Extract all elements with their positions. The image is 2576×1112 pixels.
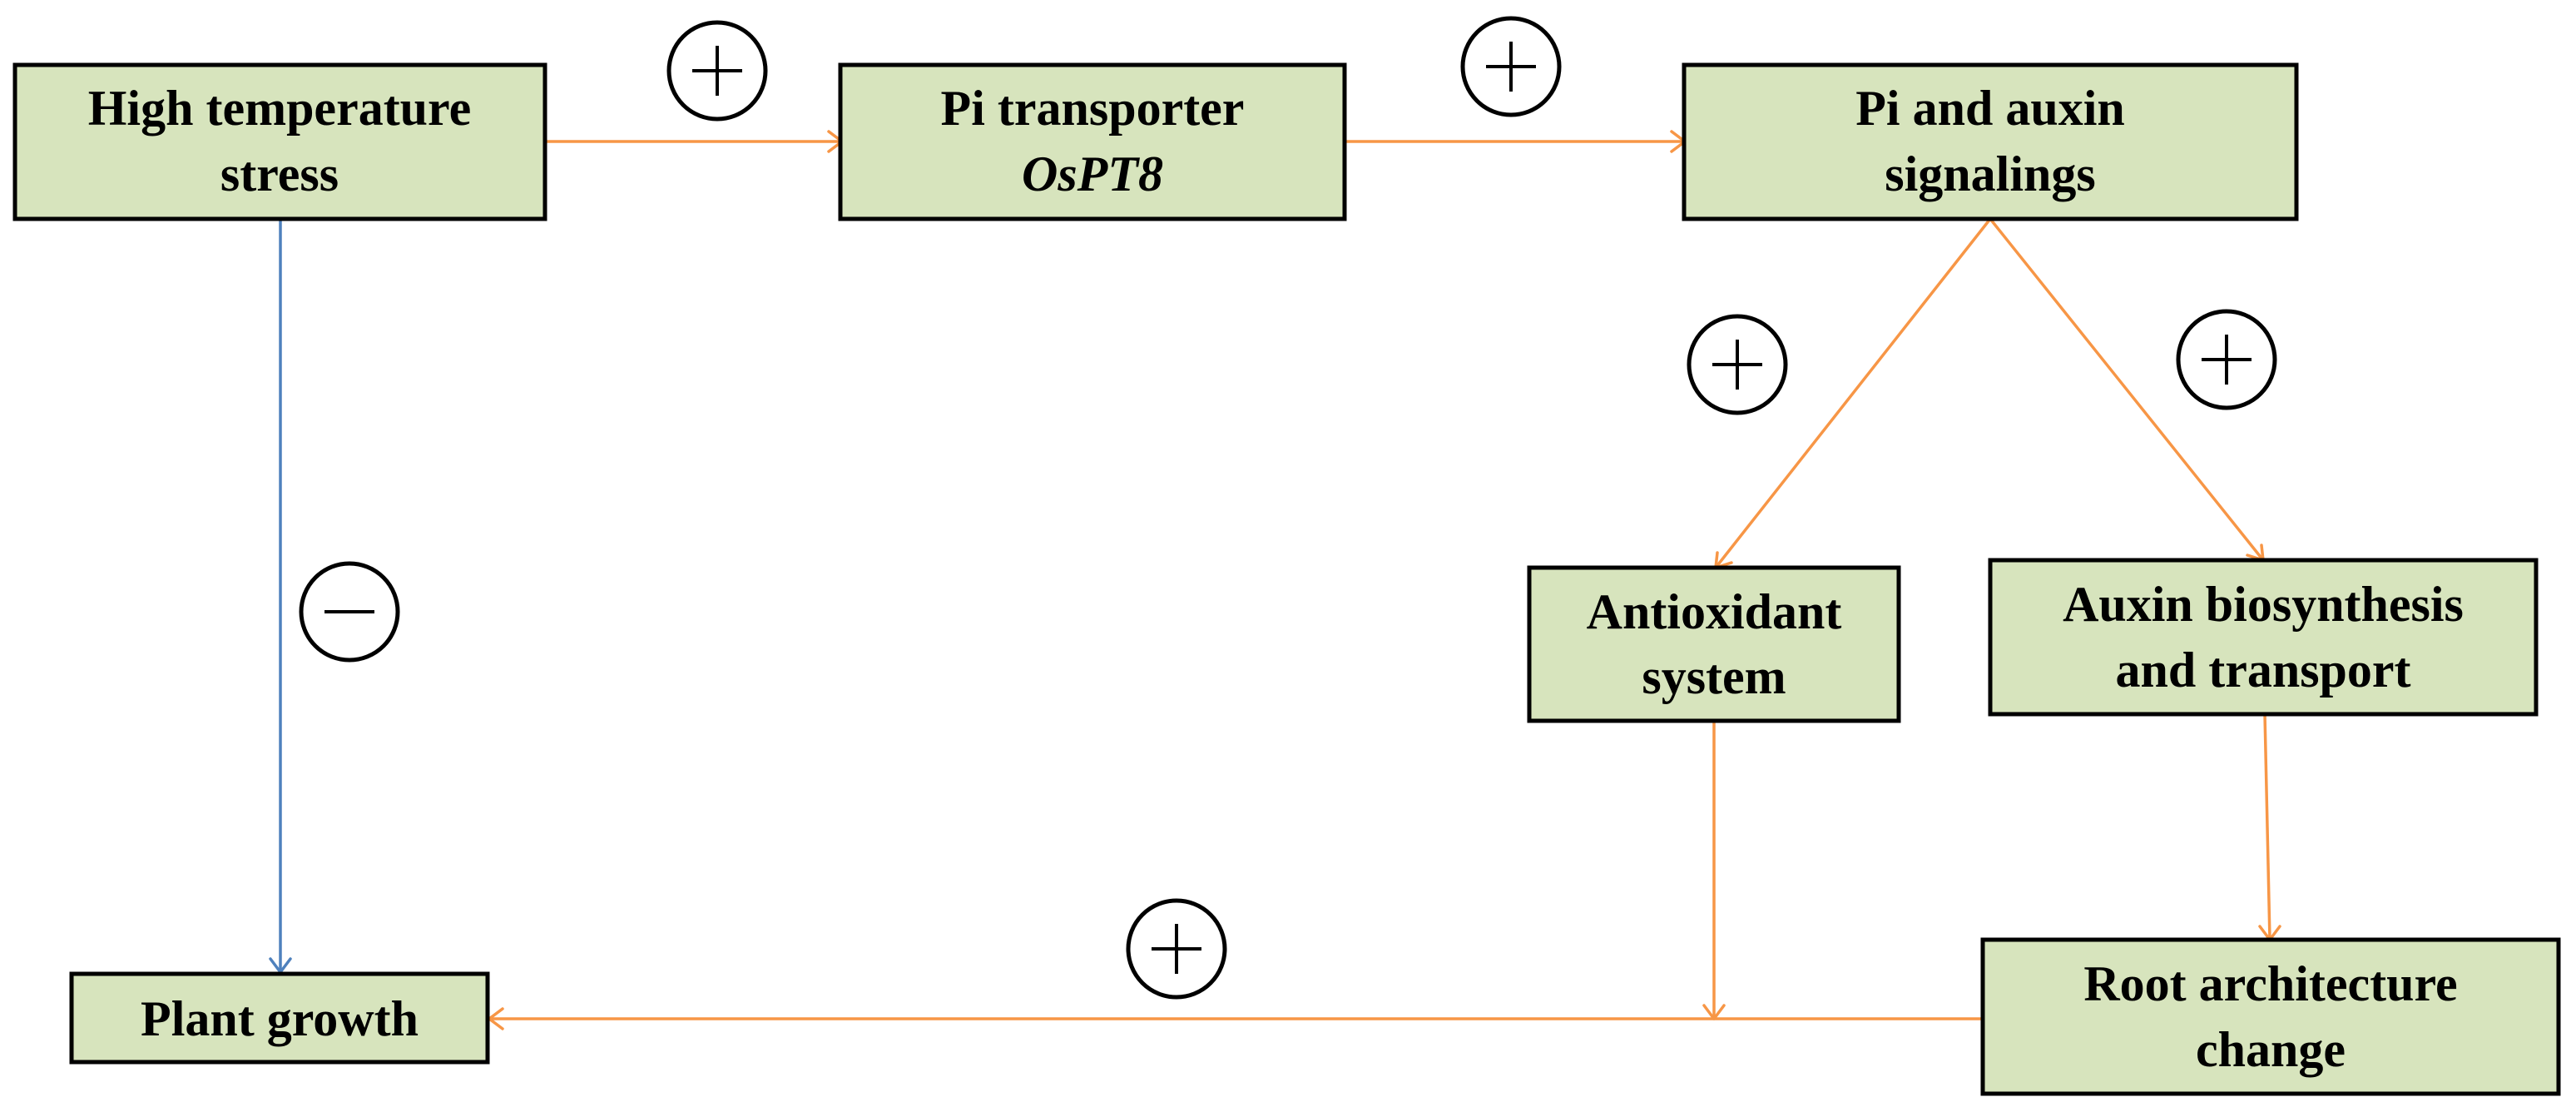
node-box [838, 62, 1347, 221]
minus-sign-icon [299, 561, 400, 663]
node-label-line2: system [1642, 649, 1786, 704]
node-label-line2: and transport [2115, 643, 2410, 697]
node-label-line1: Pi and auxin [1855, 81, 2124, 136]
edge-signaling-to-antioxidant [1714, 217, 1992, 569]
node-box [1527, 565, 1901, 723]
node-root-architecture: Root architecture change [1980, 937, 2561, 1096]
arrowhead [2246, 544, 2265, 562]
node-label-line1: Antioxidant [1587, 584, 1842, 639]
node-pi-transporter: Pi transporter OsPT8 [838, 62, 1347, 221]
edge-signaling-to-auxin [1989, 217, 2265, 562]
node-antioxidant-system: Antioxidant system [1527, 565, 1901, 723]
gene-name-label: OsPT8 [1022, 146, 1163, 201]
node-box [1682, 62, 2299, 221]
edges [269, 130, 2281, 1030]
node-box [69, 971, 490, 1065]
plus-sign-icon [1460, 16, 1562, 117]
signs [299, 16, 2277, 1000]
node-label-line1: Auxin biosynthesis [2063, 577, 2464, 632]
arrowhead [1714, 551, 1733, 569]
node-label-line1: Pi transporter [941, 81, 1245, 136]
node-box [12, 62, 547, 221]
node-label-line2: stress [220, 146, 339, 201]
plus-sign-icon [666, 20, 768, 122]
node-label-line1: Root architecture [2083, 956, 2457, 1011]
node-label-line2: signalings [1885, 146, 2095, 201]
edge-auxin-to-root [2263, 713, 2271, 941]
node-box [1988, 558, 2539, 717]
plus-sign-icon [2176, 309, 2277, 410]
node-plant-growth: Plant growth [69, 971, 490, 1065]
plus-sign-icon [1126, 898, 1227, 1000]
node-box [1980, 937, 2561, 1096]
node-high-temperature-stress: High temperature stress [12, 62, 547, 221]
node-auxin-biosynthesis: Auxin biosynthesis and transport [1988, 558, 2539, 717]
node-label-line2: change [2196, 1022, 2346, 1077]
node-label-line1: Plant growth [141, 991, 419, 1046]
plus-sign-icon [1687, 314, 1788, 415]
node-label-line1: High temperature [88, 81, 471, 136]
node-pi-auxin-signaling: Pi and auxin signalings [1682, 62, 2299, 221]
